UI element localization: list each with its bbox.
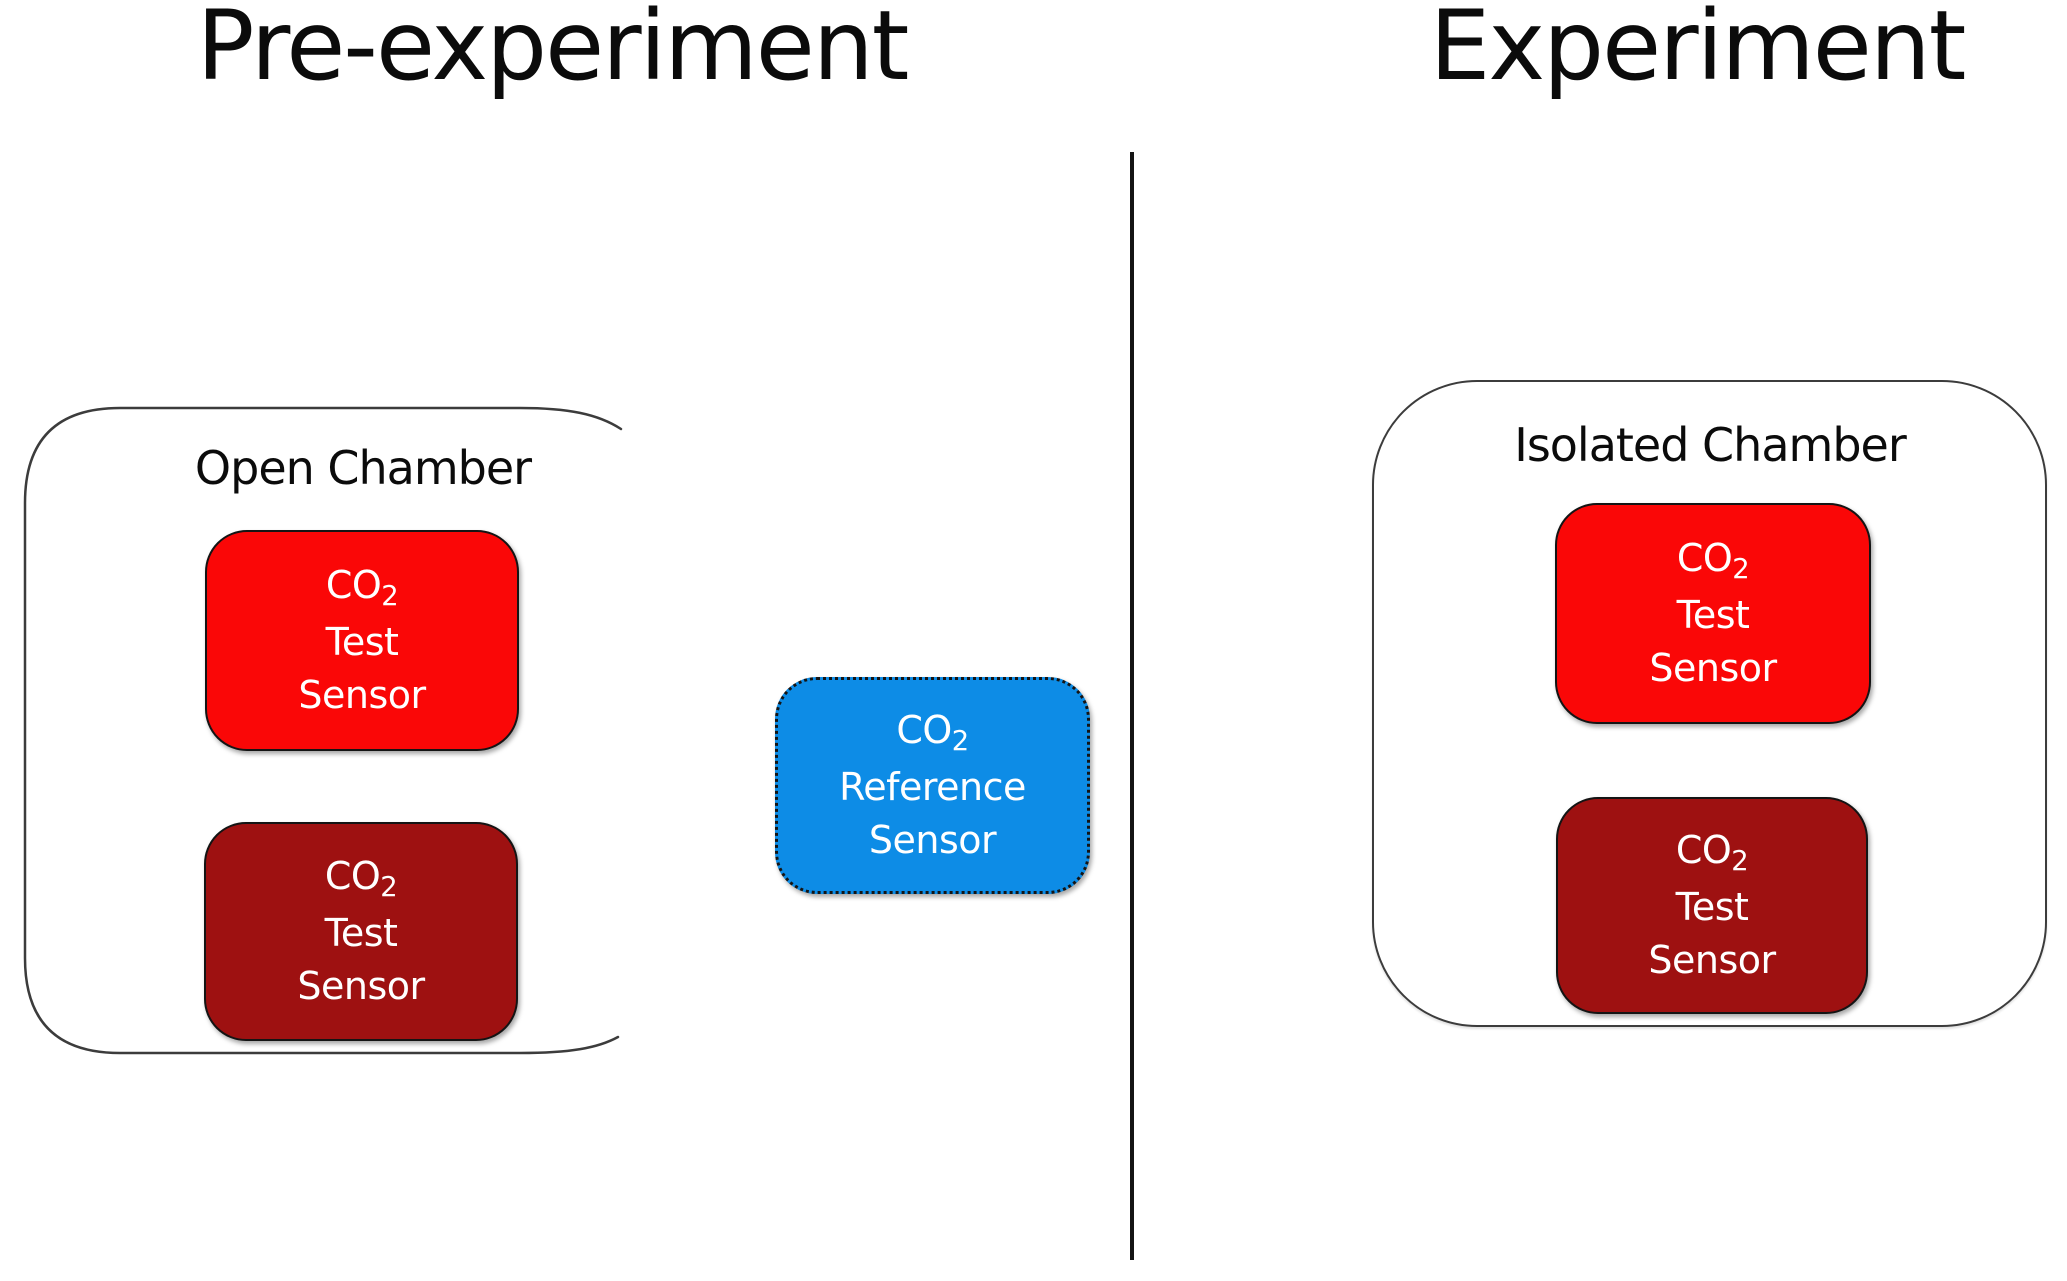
sensor-gas-line: CO2 [1675, 827, 1749, 877]
sensor-gas-line: CO2 [896, 707, 969, 757]
open-chamber-label: Open Chamber [194, 441, 532, 495]
isolated-chamber-label: Isolated Chamber [1514, 418, 1907, 472]
sensor-gas-line: CO2 [324, 853, 398, 903]
sensor-role-line: Sensor [868, 818, 997, 863]
sensor-role-line: Sensor [297, 964, 425, 1009]
sensor-role-line: Sensor [298, 673, 426, 718]
experiment-title: Experiment [1429, 0, 1967, 102]
co2-test-sensor-isolated-chamber-bottom: CO2 Test Sensor [1556, 797, 1868, 1014]
pre-experiment-title: Pre-experiment [196, 0, 910, 102]
sensor-type-line: Test [325, 619, 399, 664]
section-divider-line [1130, 152, 1134, 1260]
co2-reference-sensor: CO2 Reference Sensor [775, 677, 1090, 894]
sensor-role-line: Sensor [1648, 938, 1776, 983]
sensor-type-line: Test [1676, 592, 1750, 637]
co2-test-sensor-isolated-chamber-top: CO2 Test Sensor [1555, 503, 1871, 724]
sensor-role-line: Sensor [1649, 646, 1777, 691]
sensor-gas-line: CO2 [325, 562, 399, 612]
sensor-type-line: Test [1675, 884, 1749, 929]
sensor-gas-line: CO2 [1676, 535, 1750, 585]
sensor-type-line: Reference [839, 764, 1026, 809]
co2-test-sensor-open-chamber-top: CO2 Test Sensor [205, 530, 519, 751]
sensor-type-line: Test [324, 910, 398, 955]
co2-test-sensor-open-chamber-bottom: CO2 Test Sensor [204, 822, 518, 1041]
